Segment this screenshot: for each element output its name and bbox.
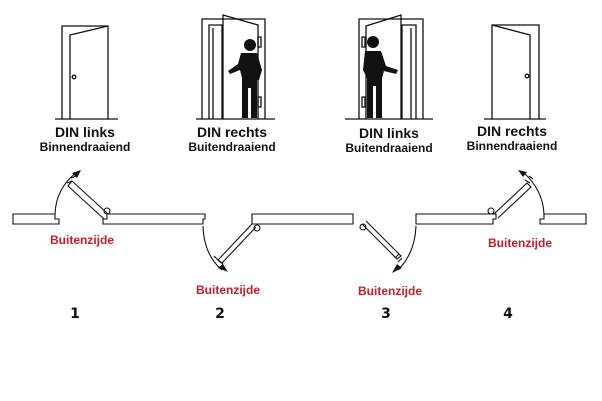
door-leaf-1 — [54, 171, 111, 220]
door-leaf-4 — [487, 171, 545, 219]
wall-3b — [415, 213, 497, 225]
door-leaf-3 — [359, 220, 417, 271]
door-icon-din-rechts-binnen — [484, 24, 546, 120]
door-number-3: 3 — [381, 306, 391, 322]
door-2-opening: Buitendraaiend — [188, 140, 276, 154]
door-2-type: DIN rechts — [196, 124, 268, 140]
door-1-opening: Binnendraaiend — [39, 140, 131, 154]
door-4-opening: Binnendraaiend — [466, 139, 558, 153]
outside-label-1: Buitenzijde — [49, 233, 115, 247]
door-icon-din-rechts-buiten — [196, 14, 275, 120]
door-3-opening: Buitendraaiend — [345, 141, 433, 155]
door-number-4: 4 — [503, 306, 513, 322]
arrow-icon-1 — [72, 170, 81, 178]
door-2-label: DIN rechts Buitendraaiend — [188, 124, 276, 155]
arrow-icon-4 — [518, 170, 527, 177]
door-1-type: DIN links — [55, 124, 115, 140]
door-number-2: 2 — [215, 306, 225, 322]
door-3-type: DIN links — [359, 125, 419, 141]
door-number-1: 1 — [70, 306, 80, 322]
arrow-icon-3 — [392, 264, 402, 273]
person-icon-2 — [228, 39, 262, 118]
door-3-label: DIN links Buitendraaiend — [345, 125, 433, 156]
wall-1b — [102, 213, 206, 225]
outside-label-4: Buitenzijde — [487, 236, 553, 250]
door-icon-din-links-binnen — [55, 25, 118, 120]
person-icon-3 — [363, 36, 398, 118]
door-4-type: DIN rechts — [476, 123, 548, 139]
wall-2b — [251, 213, 354, 225]
wall-1 — [12, 213, 60, 225]
arrow-icon-2 — [218, 264, 228, 272]
door-1-label: DIN links Binnendraaiend — [39, 124, 131, 155]
wall-4b — [539, 213, 587, 225]
door-4-label: DIN rechts Binnendraaiend — [466, 123, 558, 154]
outside-label-3: Buitenzijde — [357, 284, 423, 298]
outside-label-2: Buitenzijde — [195, 283, 261, 297]
door-leaf-2 — [202, 223, 261, 271]
